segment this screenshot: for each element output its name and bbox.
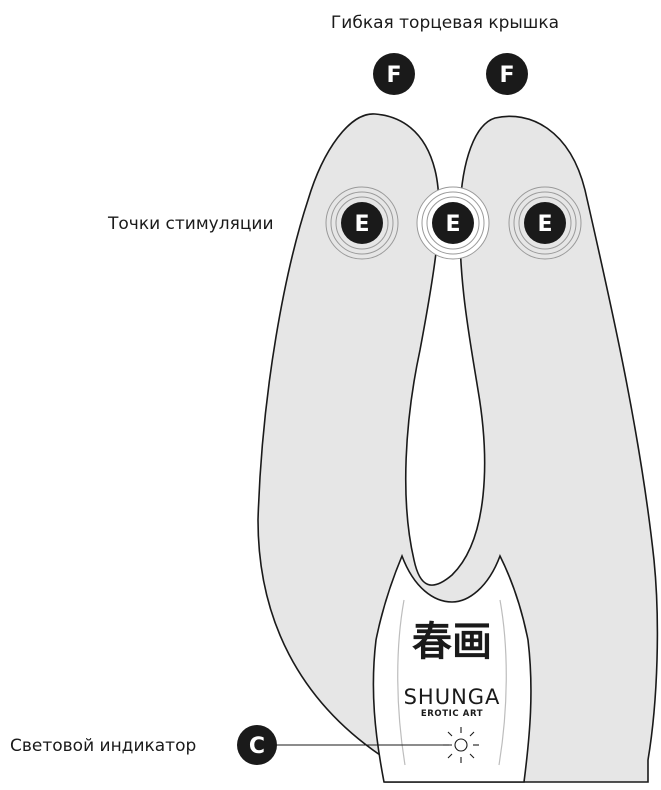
end-cap-marker-right: F (486, 53, 528, 95)
device-handle (372, 553, 532, 783)
stimulation-point-left: E (325, 186, 399, 260)
stimulation-point-right: E (508, 186, 582, 260)
end-cap-marker-left: F (373, 53, 415, 95)
handle-contour-left (397, 599, 406, 766)
logo-symbol: 春画 (412, 618, 492, 665)
indicator-marker: C (237, 725, 277, 765)
stimulation-points-label: Точки стимуляции (107, 214, 274, 234)
end-cap-marker-left-letter: F (386, 63, 401, 88)
stimulation-point-left-letter: E (354, 212, 369, 237)
logo-tagline: EROTIC ART (421, 709, 483, 719)
end-cap-marker-right-letter: F (499, 63, 514, 88)
indicator-marker-letter: C (249, 734, 265, 759)
handle-contour-right (498, 599, 507, 766)
flexible-end-cap-label: Гибкая торцевая крышка (331, 13, 559, 33)
stimulation-point-center: E (416, 186, 490, 260)
light-indicator-label: Световой индикатор (10, 736, 196, 756)
logo-brand: SHUNGA (404, 685, 501, 709)
stimulation-point-right-letter: E (537, 212, 552, 237)
stimulation-point-center-letter: E (445, 212, 460, 237)
device-body (257, 113, 659, 783)
